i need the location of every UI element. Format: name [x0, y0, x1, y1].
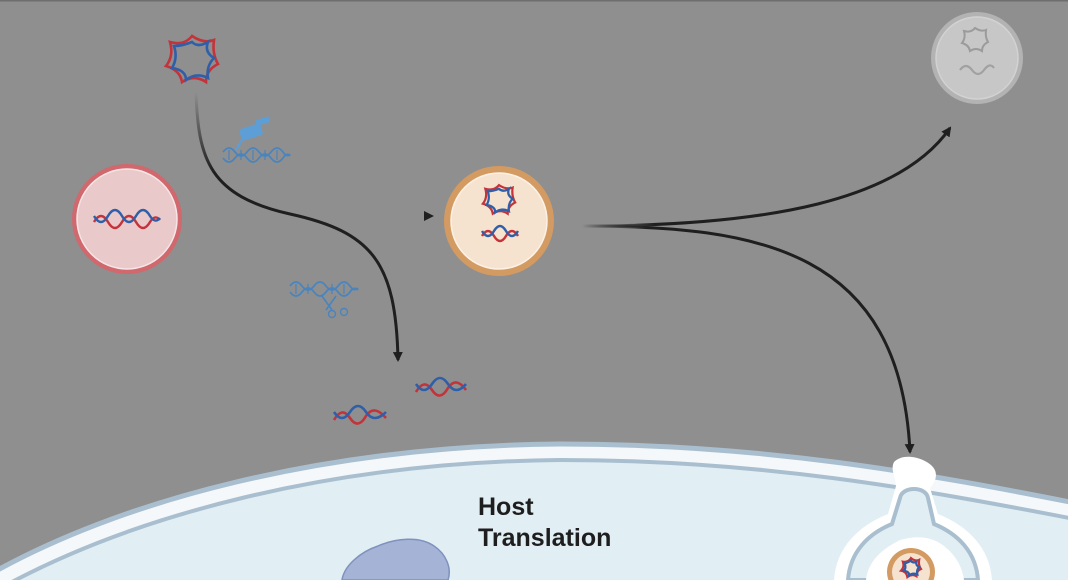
host-translation-label: Host Translation: [478, 492, 611, 554]
pipette-dna-icon: [222, 116, 291, 163]
cell-with-linear-dna-icon: [72, 164, 182, 274]
endocytosed-cell-icon: [887, 548, 935, 580]
host-cell-membrane: [0, 441, 1068, 580]
top-border: [0, 0, 1068, 2]
arrows: [188, 91, 952, 454]
host-label-line1: Host: [478, 493, 534, 521]
arrow-plasmid-to-fragments: [194, 91, 403, 362]
host-label-line2: Translation: [478, 524, 612, 552]
scissors-dna-icon: [289, 281, 359, 319]
ribosome-icon: [341, 538, 450, 580]
arrow-to-host-cell: [581, 224, 915, 454]
dna-fragment-icon: [414, 376, 468, 397]
plasmid-icon: [163, 34, 220, 85]
cell-with-plasmid-and-dna-icon: [444, 166, 554, 276]
faded-cell-icon: [931, 12, 1023, 104]
dna-fragment-icon-2: [332, 404, 387, 425]
arrow-to-faded-cell: [581, 126, 952, 228]
